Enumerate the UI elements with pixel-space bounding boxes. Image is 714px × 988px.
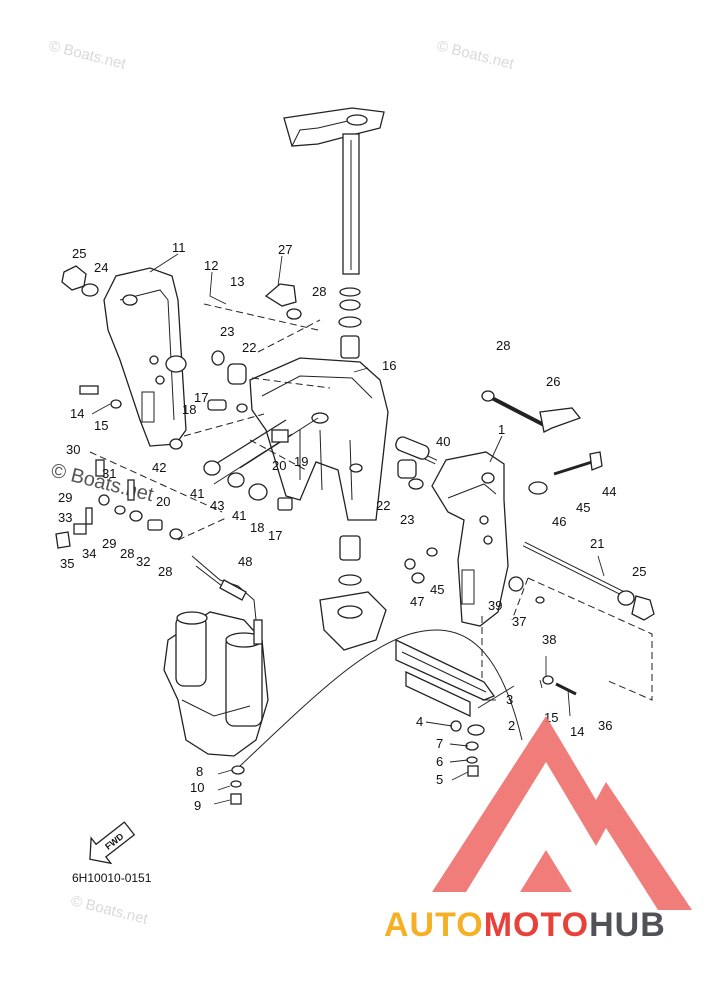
callout-14-right: 14 — [570, 724, 584, 739]
callout-41-upper: 41 — [190, 486, 204, 501]
callout-47: 47 — [410, 594, 424, 609]
callout-38: 38 — [542, 632, 556, 647]
callout-22-upper: 22 — [242, 340, 256, 355]
tilt-lever — [481, 390, 582, 433]
callout-20-lower: 20 — [156, 494, 170, 509]
callout-37: 37 — [512, 614, 526, 629]
callout-28-mid: 28 — [120, 546, 134, 561]
callout-10: 10 — [190, 780, 204, 795]
callout-labels: 1 2 3 4 5 6 7 8 9 10 11 12 13 14 14 15 1… — [58, 240, 646, 813]
hardware — [55, 265, 603, 696]
swivel-bracket — [249, 357, 389, 521]
callout-3: 3 — [506, 692, 513, 707]
callout-35: 35 — [60, 556, 74, 571]
callout-34: 34 — [82, 546, 96, 561]
leader-lines — [91, 253, 605, 805]
callout-29-upper: 29 — [58, 490, 72, 505]
callout-26: 26 — [546, 374, 560, 389]
callout-42: 42 — [152, 460, 166, 475]
callout-25-right: 25 — [632, 564, 646, 579]
callout-33: 33 — [58, 510, 72, 525]
brand-hub: HUB — [589, 906, 666, 944]
callout-4: 4 — [416, 714, 423, 729]
callout-20-upper: 20 — [272, 458, 286, 473]
watermark-3: © Boats.net — [69, 892, 150, 928]
callout-27: 27 — [278, 242, 292, 257]
brand-auto: AUTO — [384, 906, 484, 944]
callout-31: 31 — [102, 466, 116, 481]
bracket-27 — [264, 283, 297, 307]
callout-22-lower: 22 — [376, 498, 390, 513]
clamp-bracket-right — [431, 451, 509, 627]
watermark-2: © Boats.net — [435, 37, 516, 73]
callout-8: 8 — [196, 764, 203, 779]
brand-moto: MOTO — [484, 906, 589, 944]
dashed-guides — [89, 303, 653, 701]
callout-17-upper: 17 — [194, 390, 208, 405]
callout-45-left: 45 — [430, 582, 444, 597]
callout-28-right: 28 — [496, 338, 510, 353]
callout-30: 30 — [66, 442, 80, 457]
callout-5: 5 — [436, 772, 443, 787]
callout-11: 11 — [172, 240, 186, 255]
steering-shaft — [283, 107, 385, 389]
fwd-arrow: FWD — [89, 821, 136, 865]
callout-39: 39 — [488, 598, 502, 613]
callout-1: 1 — [498, 422, 505, 437]
callout-25-left: 25 — [72, 246, 86, 261]
callout-19: 19 — [294, 454, 308, 469]
tilt-unit — [163, 555, 269, 757]
callout-23-upper: 23 — [220, 324, 234, 339]
diagram-code: 6H10010-0151 — [72, 871, 152, 885]
callout-2: 2 — [508, 718, 515, 733]
callout-41-lower: 41 — [232, 508, 246, 523]
callout-45-right: 45 — [576, 500, 590, 515]
callout-28-low: 28 — [158, 564, 172, 579]
callout-16: 16 — [382, 358, 396, 373]
lower-bushings — [319, 535, 387, 651]
callout-43: 43 — [210, 498, 224, 513]
callout-18-upper: 18 — [182, 402, 196, 417]
callout-15-left: 15 — [94, 418, 108, 433]
callout-21: 21 — [590, 536, 604, 551]
callout-32: 32 — [136, 554, 150, 569]
callout-17-lower: 17 — [268, 528, 282, 543]
callout-9: 9 — [194, 798, 201, 813]
watermark-1: © Boats.net — [47, 37, 128, 73]
callout-48: 48 — [238, 554, 252, 569]
callout-40: 40 — [436, 434, 450, 449]
callout-24: 24 — [94, 260, 108, 275]
clamp-bracket-left — [103, 267, 187, 447]
callout-18-lower: 18 — [250, 520, 264, 535]
callout-28-top: 28 — [312, 284, 326, 299]
callout-36: 36 — [598, 718, 612, 733]
callout-46: 46 — [552, 514, 566, 529]
ground-wire — [239, 629, 523, 767]
automotohub-logo — [432, 716, 692, 910]
callout-44: 44 — [602, 484, 616, 499]
logo-mark — [432, 716, 692, 910]
tilt-rod — [522, 541, 655, 621]
brand-wordmark: AUTOMOTOHUB — [384, 906, 666, 944]
callout-6: 6 — [436, 754, 443, 769]
anode — [395, 638, 496, 777]
wire-terminal — [231, 765, 245, 775]
callout-23-lower: 23 — [400, 512, 414, 527]
callout-14-left: 14 — [70, 406, 84, 421]
callout-7: 7 — [436, 736, 443, 751]
callout-29-lower: 29 — [102, 536, 116, 551]
callout-12: 12 — [204, 258, 218, 273]
callout-13: 13 — [230, 274, 244, 289]
